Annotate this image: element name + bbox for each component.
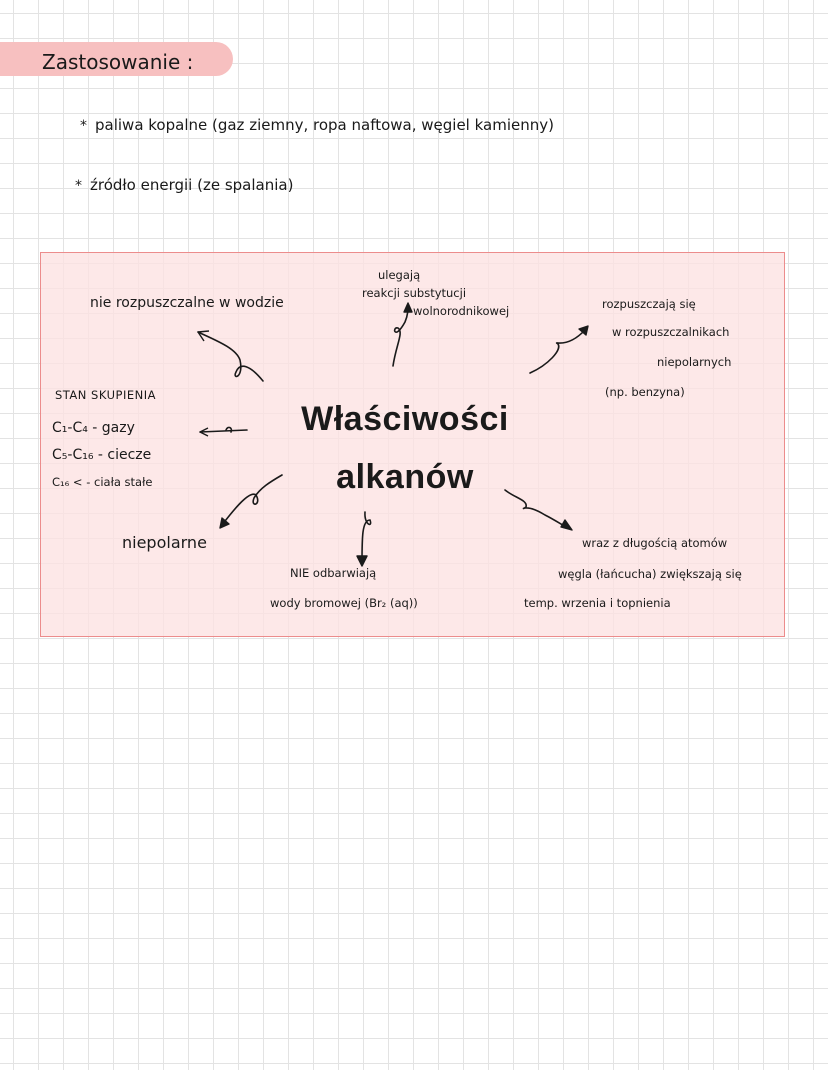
state-title: STAN SKUPIENIA (55, 388, 156, 402)
arrow-boiling (504, 489, 569, 529)
property-insoluble: nie rozpuszczalne w wodzie (90, 295, 284, 311)
property-substitution-line1: ulegają (378, 268, 421, 282)
arrowhead-insoluble (197, 330, 210, 342)
arrow-state (199, 429, 248, 433)
arrowhead-boiling (560, 519, 573, 531)
bullet-icon: * (80, 118, 87, 134)
arrowhead-substitution (403, 302, 413, 313)
section-heading: Zastosowanie : (42, 50, 194, 74)
property-dissolve-line2: w rozpuszczalnikach (612, 325, 730, 339)
state-solids: C₁₆ < - ciała stałe (52, 475, 153, 489)
use-energy-source: źródło energii (ze spalania) (90, 176, 294, 194)
arrow-dissolve (529, 329, 586, 374)
property-bromine-line2: wody bromowej (Br₂ (aq)) (270, 596, 418, 610)
use-fossil-fuels: paliwa kopalne (gaz ziemny, ropa naftowa… (95, 116, 554, 134)
property-boiling-line2: węgla (łańcucha) zwiększają się (558, 567, 742, 581)
arrow-nonpolar (221, 474, 283, 526)
state-gases: C₁-C₄ - gazy (52, 420, 135, 436)
property-dissolve-line3: niepolarnych (657, 355, 732, 369)
property-dissolve-line4: (np. benzyna) (605, 385, 685, 399)
property-boiling-line3: temp. wrzenia i topnienia (524, 596, 671, 610)
arrowhead-bromine (356, 555, 368, 567)
property-nonpolar: niepolarne (122, 533, 207, 552)
property-bromine-line1: NIE odbarwiają (290, 566, 377, 580)
arrowhead-state (199, 427, 209, 437)
property-substitution-line2: reakcji substytucji (362, 286, 467, 300)
arrow-insoluble (197, 331, 264, 382)
center-title-line2: alkanów (336, 458, 474, 496)
properties-mindmap-box (40, 252, 785, 637)
property-dissolve-line1: rozpuszczają się (602, 297, 696, 311)
arrowhead-dissolve (578, 325, 589, 336)
list-item: * źródło energii (ze spalania) (75, 176, 293, 194)
property-boiling-line1: wraz z długością atomów (582, 536, 728, 550)
arrow-substitution (392, 303, 409, 367)
arrow-bromine (361, 511, 372, 564)
mindmap-center-title: Właściwości alkanów (245, 390, 565, 506)
property-substitution-line3: wolnorodnikowej (413, 304, 510, 318)
list-item: * paliwa kopalne (gaz ziemny, ropa naftow… (80, 116, 554, 134)
heading-highlight (0, 42, 233, 76)
bullet-icon: * (75, 178, 82, 194)
state-liquids: C₅-C₁₆ - ciecze (52, 447, 152, 463)
arrowhead-nonpolar (219, 517, 230, 529)
center-title-line1: Właściwości (301, 400, 509, 438)
